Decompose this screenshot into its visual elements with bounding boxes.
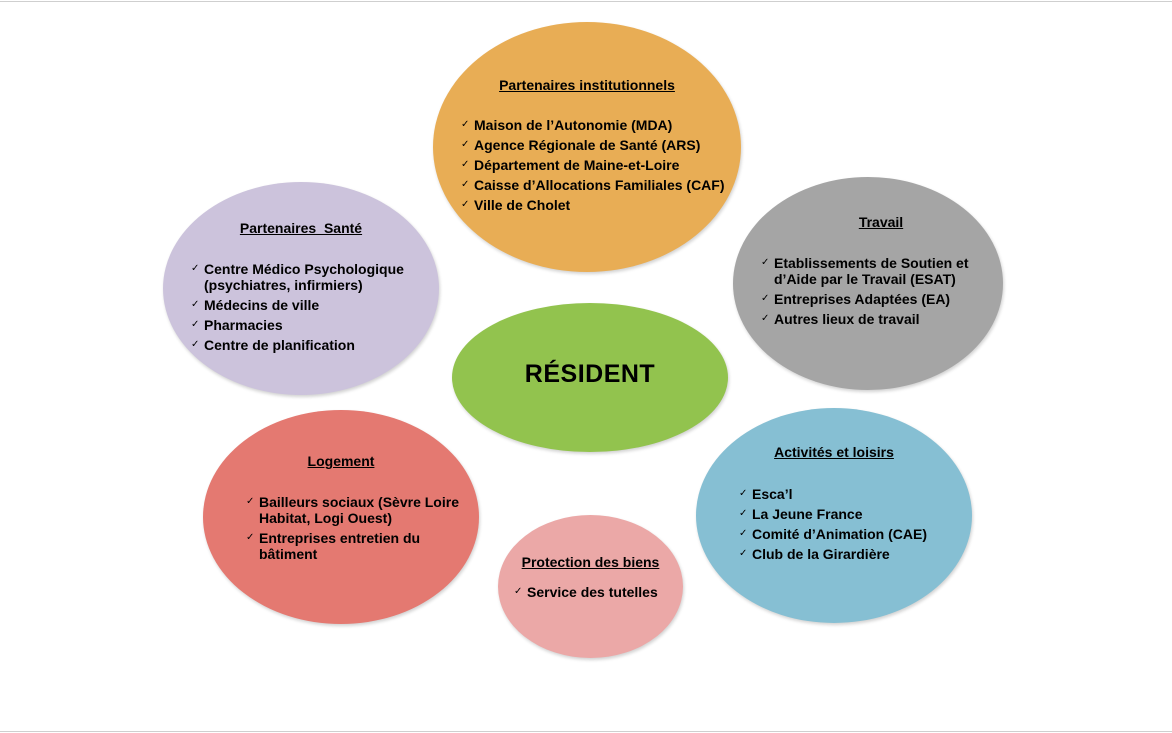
- checkmark-icon: ✓: [739, 548, 748, 559]
- list-item: ✓ Etablissements de Soutien et d’Aide par…: [761, 255, 981, 287]
- node-item-list: ✓ Bailleurs sociaux (Sèvre Loire Habitat,…: [246, 494, 466, 566]
- list-item-text: Maison de l’Autonomie (MDA): [474, 117, 673, 133]
- center-label: RÉSIDENT: [524, 360, 656, 388]
- list-item-text: Pharmacies: [204, 317, 283, 333]
- list-item: ✓ Bailleurs sociaux (Sèvre Loire Habitat,…: [246, 494, 466, 526]
- node-item-list: ✓ Centre Médico Psychologique (psychiatre…: [191, 261, 416, 357]
- checkmark-icon: ✓: [191, 339, 200, 350]
- list-item-text: Agence Régionale de Santé (ARS): [474, 137, 701, 153]
- checkmark-icon: ✓: [246, 496, 255, 507]
- checkmark-icon: ✓: [461, 199, 470, 210]
- node-logement: Logement ✓ Bailleurs sociaux (Sèvre Loire…: [203, 410, 479, 624]
- checkmark-icon: ✓: [461, 119, 470, 130]
- node-title: Protection des biens: [521, 554, 660, 570]
- checkmark-icon: ✓: [461, 159, 470, 170]
- list-item-text: Médecins de ville: [204, 297, 320, 313]
- bottom-border-line: [0, 731, 1172, 732]
- top-border-line: [0, 1, 1172, 2]
- list-item-text: Etablissements de Soutien et d’Aide par …: [774, 255, 969, 287]
- checkmark-icon: ✓: [739, 488, 748, 499]
- node-protection-des-biens: Protection des biens ✓ Service des tutell…: [498, 515, 683, 658]
- node-title: Partenaires Santé: [239, 220, 363, 236]
- checkmark-icon: ✓: [739, 528, 748, 539]
- list-item: ✓ Entreprises entretien du bâtiment: [246, 530, 466, 562]
- node-title: Partenaires institutionnels: [499, 77, 675, 93]
- list-item-text: Entreprises Adaptées (EA): [774, 291, 951, 307]
- checkmark-icon: ✓: [191, 299, 200, 310]
- list-item: ✓ Club de la Girardière: [739, 546, 954, 562]
- checkmark-icon: ✓: [761, 257, 770, 268]
- node-title: Activités et loisirs: [774, 444, 894, 460]
- checkmark-icon: ✓: [191, 319, 200, 330]
- node-partenaires-sante: Partenaires Santé ✓ Centre Médico Psychol…: [163, 182, 439, 395]
- checkmark-icon: ✓: [761, 313, 770, 324]
- list-item: ✓ La Jeune France: [739, 506, 954, 522]
- list-item: ✓ Service des tutelles: [514, 584, 674, 600]
- checkmark-icon: ✓: [246, 532, 255, 543]
- node-item-list: ✓ Esca’l ✓ La Jeune France ✓ Comité d’Animati…: [739, 486, 954, 566]
- list-item: ✓ Entreprises Adaptées (EA): [761, 291, 981, 307]
- list-item: ✓ Ville de Cholet: [461, 197, 736, 213]
- list-item: ✓ Maison de l’Autonomie (MDA): [461, 117, 736, 133]
- node-title: Travail: [858, 214, 904, 230]
- list-item-text: Service des tutelles: [527, 584, 658, 600]
- node-item-list: ✓ Etablissements de Soutien et d’Aide par…: [761, 255, 981, 331]
- list-item: ✓ Médecins de ville: [191, 297, 416, 313]
- checkmark-icon: ✓: [739, 508, 748, 519]
- node-item-list: ✓ Maison de l’Autonomie (MDA) ✓ Agence Régi…: [461, 117, 736, 217]
- checkmark-icon: ✓: [461, 139, 470, 150]
- center-node-resident: RÉSIDENT: [452, 303, 728, 452]
- node-title: Logement: [307, 453, 375, 469]
- list-item-text: La Jeune France: [752, 506, 863, 522]
- list-item-text: Bailleurs sociaux (Sèvre Loire Habitat, …: [259, 494, 459, 526]
- list-item: ✓ Département de Maine-et-Loire: [461, 157, 736, 173]
- list-item-text: Département de Maine-et-Loire: [474, 157, 680, 173]
- node-item-list: ✓ Service des tutelles: [514, 584, 674, 604]
- checkmark-icon: ✓: [514, 586, 523, 597]
- list-item-text: Comité d’Animation (CAE): [752, 526, 927, 542]
- node-activites-loisirs: Activités et loisirs ✓ Esca’l ✓ La Jeune Fr…: [696, 408, 972, 623]
- list-item: ✓ Centre de planification: [191, 337, 416, 353]
- list-item: ✓ Pharmacies: [191, 317, 416, 333]
- list-item-text: Club de la Girardière: [752, 546, 890, 562]
- list-item: ✓ Caisse d’Allocations Familiales (CAF): [461, 177, 736, 193]
- checkmark-icon: ✓: [191, 263, 200, 274]
- list-item-text: Entreprises entretien du bâtiment: [259, 530, 421, 562]
- list-item-text: Esca’l: [752, 486, 793, 502]
- list-item: ✓ Comité d’Animation (CAE): [739, 526, 954, 542]
- list-item: ✓ Esca’l: [739, 486, 954, 502]
- list-item: ✓ Agence Régionale de Santé (ARS): [461, 137, 736, 153]
- list-item-text: Ville de Cholet: [474, 197, 571, 213]
- list-item-text: Autres lieux de travail: [774, 311, 920, 327]
- list-item-text: Centre de planification: [204, 337, 355, 353]
- checkmark-icon: ✓: [761, 293, 770, 304]
- list-item: ✓ Autres lieux de travail: [761, 311, 981, 327]
- node-partenaires-institutionnels: Partenaires institutionnels ✓ Maison de l…: [433, 22, 741, 272]
- list-item-text: Centre Médico Psychologique (psychiatres…: [204, 261, 404, 293]
- list-item: ✓ Centre Médico Psychologique (psychiatre…: [191, 261, 416, 293]
- list-item-text: Caisse d’Allocations Familiales (CAF): [474, 177, 725, 193]
- node-travail: Travail ✓ Etablissements de Soutien et d’…: [733, 177, 1003, 390]
- checkmark-icon: ✓: [461, 179, 470, 190]
